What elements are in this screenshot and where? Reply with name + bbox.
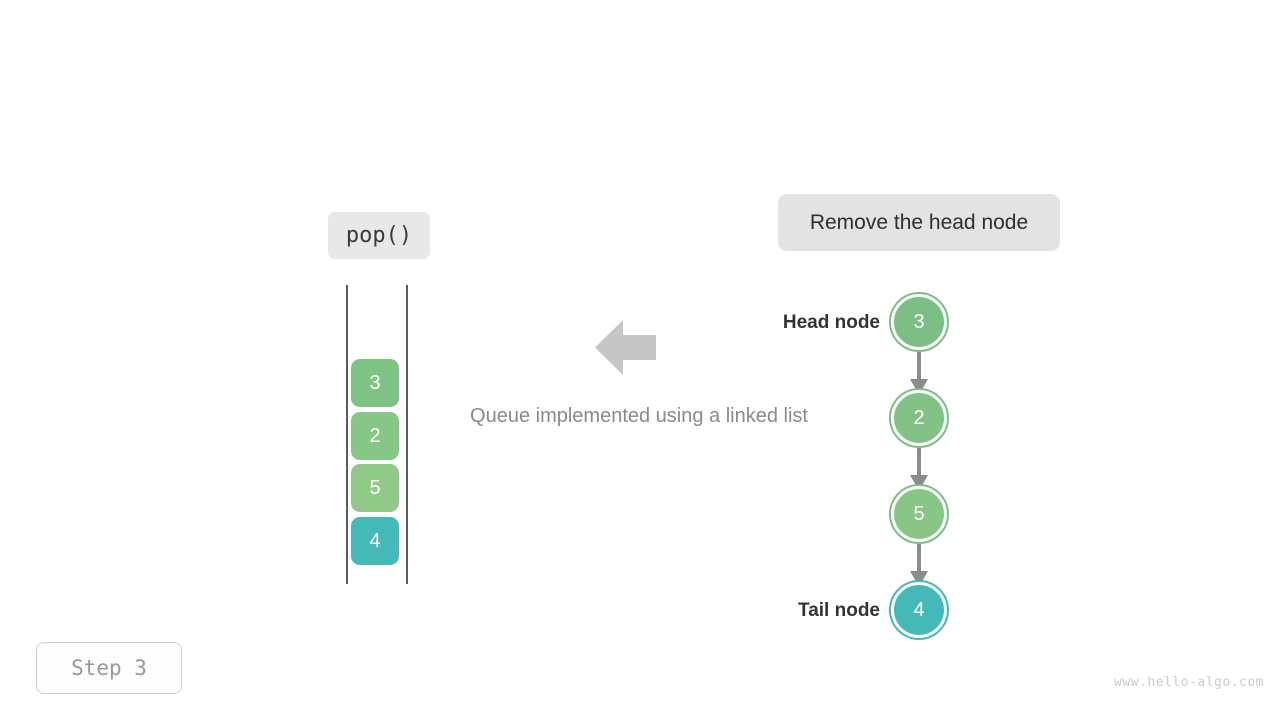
step-badge: Step 3 [36, 642, 182, 694]
head-node-label: Head node [782, 312, 880, 333]
node-value: 2 [913, 406, 925, 429]
linked-list-node: 4 [889, 580, 949, 640]
queue-block: 4 [351, 517, 399, 565]
linked-list-arrow-icon [903, 448, 935, 492]
left-arrow-icon [595, 319, 656, 376]
linked-list-arrow-icon [903, 544, 935, 588]
linked-list-arrow-icon [903, 352, 935, 396]
queue-rail-left [346, 285, 348, 584]
linked-list-node: 3 [889, 292, 949, 352]
node-value: 5 [913, 502, 925, 525]
linked-list-node: 2 [889, 388, 949, 448]
queue-rail-right [406, 285, 408, 584]
queue-block: 3 [351, 359, 399, 407]
operation-label: pop() [328, 212, 430, 259]
tail-node-label: Tail node [798, 600, 880, 621]
node-value: 3 [913, 310, 925, 333]
watermark: www.hello-algo.com [1114, 675, 1264, 690]
linked-list-node: 5 [889, 484, 949, 544]
linked-list-container: Head node Tail node 3 2 5 4 [740, 285, 980, 645]
node-value: 4 [913, 598, 925, 621]
description-label: Remove the head node [778, 194, 1060, 251]
queue-block: 2 [351, 412, 399, 460]
queue-block: 5 [351, 464, 399, 512]
diagram-caption: Queue implemented using a linked list [470, 405, 808, 427]
